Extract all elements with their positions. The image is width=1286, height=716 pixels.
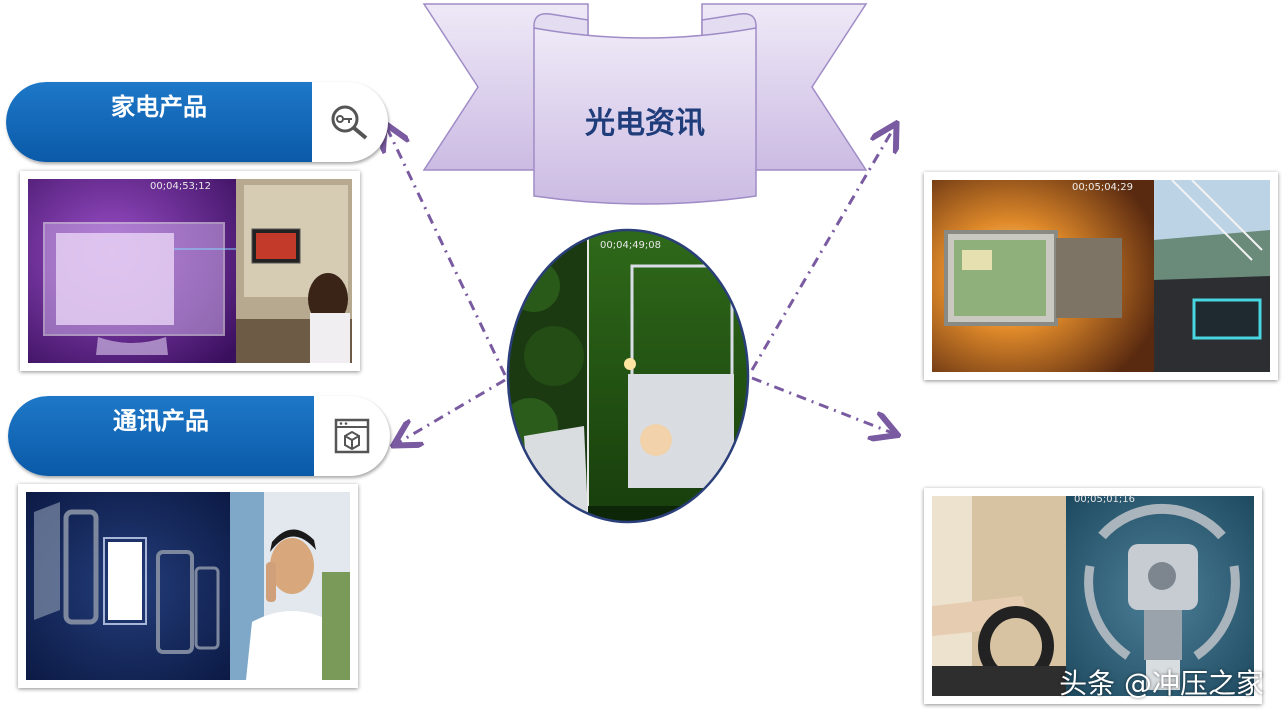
car-nav-timestamp: 00;05;04;29: [1072, 182, 1134, 193]
category-communication-bg: [8, 396, 314, 476]
steering-timestamp: 00;05;01;16: [1074, 494, 1136, 505]
car-nav-image: [932, 180, 1270, 372]
appliance-timestamp: 00;04;53;12: [150, 181, 212, 192]
watermark: 头条 @冲压之家: [1059, 667, 1264, 700]
steering-image: [932, 496, 1254, 696]
appliance-image: [28, 179, 352, 363]
photo-appliance: 00;04;53;12: [20, 171, 360, 371]
arrow-to-steering: [751, 376, 895, 434]
category-communication[interactable]: 通讯产品: [8, 396, 390, 476]
ribbon-shape: [422, 3, 868, 205]
category-communication-label: 通讯产品: [113, 407, 209, 435]
photo-steering: 00;05;01;16: [924, 488, 1262, 704]
category-appliance-label: 家电产品: [111, 93, 207, 121]
banner-title: 光电资讯: [585, 106, 705, 141]
photo-communication: [18, 484, 358, 688]
center-timestamp: 00;04;49;08: [600, 240, 662, 251]
category-appliance[interactable]: 家电产品: [6, 82, 388, 162]
photo-car-nav: 00;05;04;29: [924, 172, 1278, 380]
arrow-to-appliance: [386, 126, 507, 376]
key-magnifier-icon: [312, 82, 388, 162]
banner-ribbon: 光电资讯: [420, 0, 870, 210]
communication-image: [26, 492, 350, 680]
package-box-icon: [314, 396, 390, 476]
category-appliance-bg: [6, 82, 312, 162]
arrow-to-communication: [396, 378, 506, 444]
center-oval-image: 00;04;49;08: [504, 226, 752, 526]
